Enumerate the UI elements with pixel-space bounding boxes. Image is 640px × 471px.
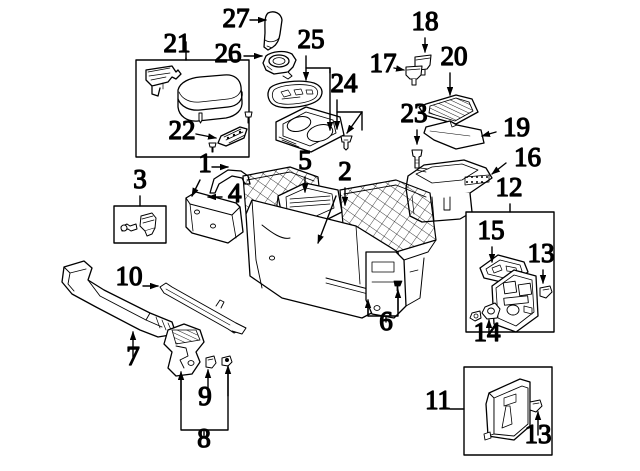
callout-1: 1: [198, 148, 212, 178]
callout-12: 12: [496, 172, 523, 202]
callout-16: 16: [514, 142, 541, 172]
callout-26: 26: [215, 38, 242, 68]
rear-trim-panel: [491, 269, 539, 333]
callout-9: 9: [198, 381, 212, 411]
inset-box-fastener-kit: [113, 205, 167, 244]
shift-boot-bezel: [262, 50, 297, 80]
callout-20: 20: [441, 41, 468, 71]
callout-18: 18: [412, 6, 439, 36]
callout-21: 21: [164, 28, 191, 58]
duct-clips-9: [205, 355, 233, 369]
leader-lines: [129, 16, 547, 439]
callout-5: 5: [298, 145, 312, 175]
clip-fastener-24: [340, 135, 353, 151]
callout-11: 11: [425, 385, 451, 415]
clip-retainer-13a: [539, 285, 553, 299]
callout-10: 10: [116, 261, 143, 291]
callout-25: 25: [298, 24, 325, 54]
console-body-2: [242, 166, 437, 319]
lamp-socket-14: [469, 302, 501, 322]
callout-15: 15: [478, 215, 505, 245]
callout-2: 2: [338, 156, 352, 186]
callout-14: 14: [474, 317, 502, 347]
callout-23: 23: [401, 98, 428, 128]
callout-19: 19: [503, 112, 530, 142]
console-tray-mat: [418, 94, 479, 125]
clip-retainer-13b: [529, 399, 543, 413]
callout-3: 3: [133, 164, 147, 194]
inset-box-armrest: [135, 59, 253, 158]
duct-assembly-8: [163, 323, 205, 377]
screw-23: [411, 149, 423, 169]
callout-13-b: 13: [525, 419, 552, 449]
shift-knob: [263, 11, 283, 51]
callout-8: 8: [197, 423, 211, 453]
retainer-lower-17: [405, 65, 423, 86]
cup-holder-insert: [275, 106, 345, 153]
inset-box-side-trim: [463, 366, 553, 456]
callout-27: 27: [223, 3, 250, 33]
shift-indicator-plate: [267, 80, 323, 109]
callout-13-a: 13: [528, 238, 555, 268]
armrest-hinge-bracket: [145, 65, 182, 97]
callout-6: 6: [379, 306, 393, 336]
fastener-kit-items: [120, 212, 157, 237]
callout-7: 7: [126, 341, 140, 371]
callout-numbers: 27 21 26 25 18 17 20 24 23 19 22 16 1 5 …: [115, 2, 555, 453]
callout-24: 24: [331, 68, 359, 98]
callout-22: 22: [169, 115, 196, 145]
side-trim-panel-11: [483, 378, 531, 441]
callout-17: 17: [370, 48, 397, 78]
armrest-fasteners: [198, 111, 253, 153]
wiring-harness-rod-10: [159, 282, 247, 335]
armrest-hinge-strip: [217, 126, 248, 147]
callout-4: 4: [228, 178, 242, 208]
armrest-lid: [177, 74, 243, 122]
rear-compartment-mat: [423, 120, 485, 150]
